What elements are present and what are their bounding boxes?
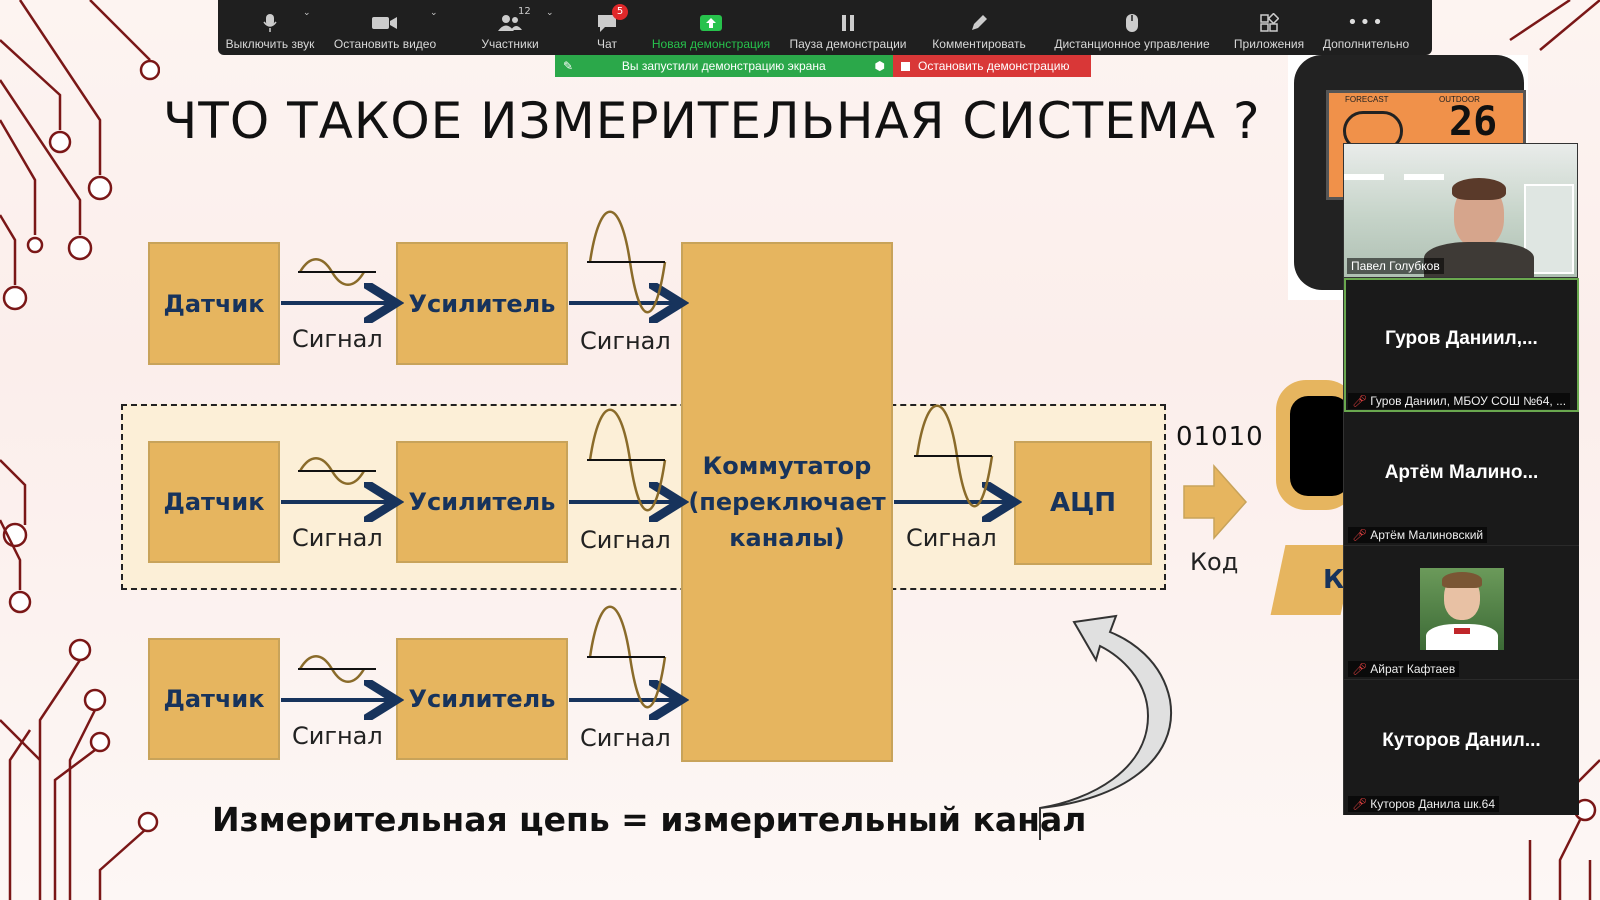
signal-label-2a: Сигнал — [292, 524, 383, 552]
chat-badge: 5 — [612, 4, 628, 20]
signal-label-1b: Сигнал — [580, 327, 671, 355]
signal-label-1a: Сигнал — [292, 325, 383, 353]
participants-button[interactable]: 12 ⌄ Участники — [481, 6, 554, 51]
signal-label-switch-out: Сигнал — [906, 524, 997, 552]
switch-box: Коммутатор (переключает каналы) — [681, 242, 893, 762]
formula-text: Измерительная цепь = измерительный канал — [212, 800, 1087, 839]
amplifier-box-3: Усилитель — [396, 638, 568, 760]
stop-square-icon — [901, 61, 910, 71]
participant-name: Куторов Данил... — [1382, 730, 1541, 751]
binary-code: 01010 — [1176, 422, 1264, 452]
sensor-box-1: Датчик — [148, 242, 280, 365]
chevron-down-icon[interactable]: ⌄ — [430, 8, 438, 18]
muted-mic-icon: 🎤︎ — [1352, 394, 1368, 408]
mouse-icon — [1125, 9, 1139, 37]
participant-avatar — [1420, 568, 1504, 650]
pause-icon — [841, 9, 855, 37]
participant-tile[interactable]: Гуров Даниил,... 🎤︎Гуров Даниил, МБОУ СО… — [1344, 278, 1579, 412]
new-share-button[interactable]: Новая демонстрация — [642, 0, 780, 55]
stop-share-button[interactable]: Остановить демонстрацию — [893, 55, 1091, 77]
participant-name: Артём Малино... — [1384, 462, 1539, 483]
stop-video-button[interactable]: ⌄ Остановить видео — [333, 8, 438, 51]
more-dots-icon: ••• — [1347, 12, 1385, 33]
participant-tile[interactable]: Артём Малино... 🎤︎Артём Малиновский — [1344, 412, 1579, 546]
remote-control-button[interactable]: Дистанционное управление — [1042, 0, 1222, 55]
apps-button[interactable]: Приложения — [1222, 0, 1316, 55]
pin-icon[interactable]: ✎ — [563, 59, 574, 73]
participant-label: 🎤︎Артём Малиновский — [1348, 527, 1488, 543]
shield-check-icon: ⬢ — [874, 59, 885, 73]
participant-name: Гуров Даниил,... — [1385, 328, 1538, 349]
signal-label-3b: Сигнал — [580, 724, 671, 752]
share-screen-icon — [699, 9, 723, 37]
code-arrow — [1183, 464, 1248, 540]
participant-video-panel: Гуров Даниил,... 🎤︎Гуров Даниил, МБОУ СО… — [1343, 278, 1579, 815]
circuit-decoration-left — [0, 0, 160, 900]
share-status-indicator: ✎ Вы запустили демонстрацию экрана ⬢ — [555, 55, 893, 77]
share-status-bar: ✎ Вы запустили демонстрацию экрана ⬢ Ост… — [555, 55, 1091, 77]
slide-title: ЧТО ТАКОЕ ИЗМЕРИТЕЛЬНАЯ СИСТЕМА ? — [163, 92, 1261, 150]
signal-label-2b: Сигнал — [580, 526, 671, 554]
participants-icon — [497, 9, 523, 37]
annotate-pen-icon — [969, 9, 989, 37]
chat-button[interactable]: 5 Чат — [572, 0, 642, 55]
participant-label: 🎤︎Айрат Кафтаев — [1348, 661, 1460, 677]
meeting-toolbar: ⌄ Выключить звук ⌄ Остановить видео 12 ⌄… — [218, 0, 1432, 55]
participant-tile[interactable]: 🎤︎Айрат Кафтаев — [1344, 546, 1579, 680]
chat-icon — [596, 9, 618, 37]
sensor-box-3: Датчик — [148, 638, 280, 760]
participant-tile[interactable]: Куторов Данил... 🎤︎Куторов Данила шк.64 — [1344, 680, 1579, 814]
amplifier-box-2: Усилитель — [396, 441, 568, 563]
mic-icon — [263, 9, 277, 37]
outdoor-label: OUTDOOR — [1439, 95, 1480, 104]
pause-share-button[interactable]: Пауза демонстрации — [780, 0, 916, 55]
amplifier-box-1: Усилитель — [396, 242, 568, 365]
circuit-decoration-right — [1509, 0, 1600, 900]
muted-mic-icon: 🎤︎ — [1352, 797, 1368, 811]
muted-mic-icon: 🎤︎ — [1352, 528, 1368, 542]
adc-box: АЦП — [1014, 441, 1152, 565]
chevron-down-icon[interactable]: ⌄ — [546, 8, 554, 18]
person-hair — [1452, 178, 1506, 200]
monitor-screen — [1290, 396, 1350, 496]
participant-count: 12 — [518, 6, 531, 17]
video-camera-icon — [372, 9, 398, 37]
forecast-label: FORECAST — [1345, 95, 1389, 104]
muted-mic-icon: 🎤︎ — [1352, 662, 1368, 676]
participant-label: 🎤︎Гуров Даниил, МБОУ СОШ №64, ... — [1348, 393, 1571, 409]
signal-label-3a: Сигнал — [292, 722, 383, 750]
participant-label: 🎤︎Куторов Данила шк.64 — [1348, 796, 1500, 812]
self-video-tile[interactable]: Павел Голубков — [1343, 143, 1578, 278]
self-name-label: Павел Голубков — [1347, 258, 1444, 274]
more-button[interactable]: ••• Дополнительно — [1316, 0, 1416, 55]
annotate-button[interactable]: Комментировать — [916, 0, 1042, 55]
chevron-down-icon[interactable]: ⌄ — [303, 8, 311, 18]
sensor-box-2: Датчик — [148, 441, 280, 563]
temperature-reading: 26 — [1449, 99, 1498, 145]
code-label: Код — [1190, 548, 1239, 576]
mute-button[interactable]: ⌄ Выключить звук — [225, 8, 315, 51]
apps-icon — [1259, 9, 1279, 37]
curved-arrow — [1039, 614, 1173, 840]
